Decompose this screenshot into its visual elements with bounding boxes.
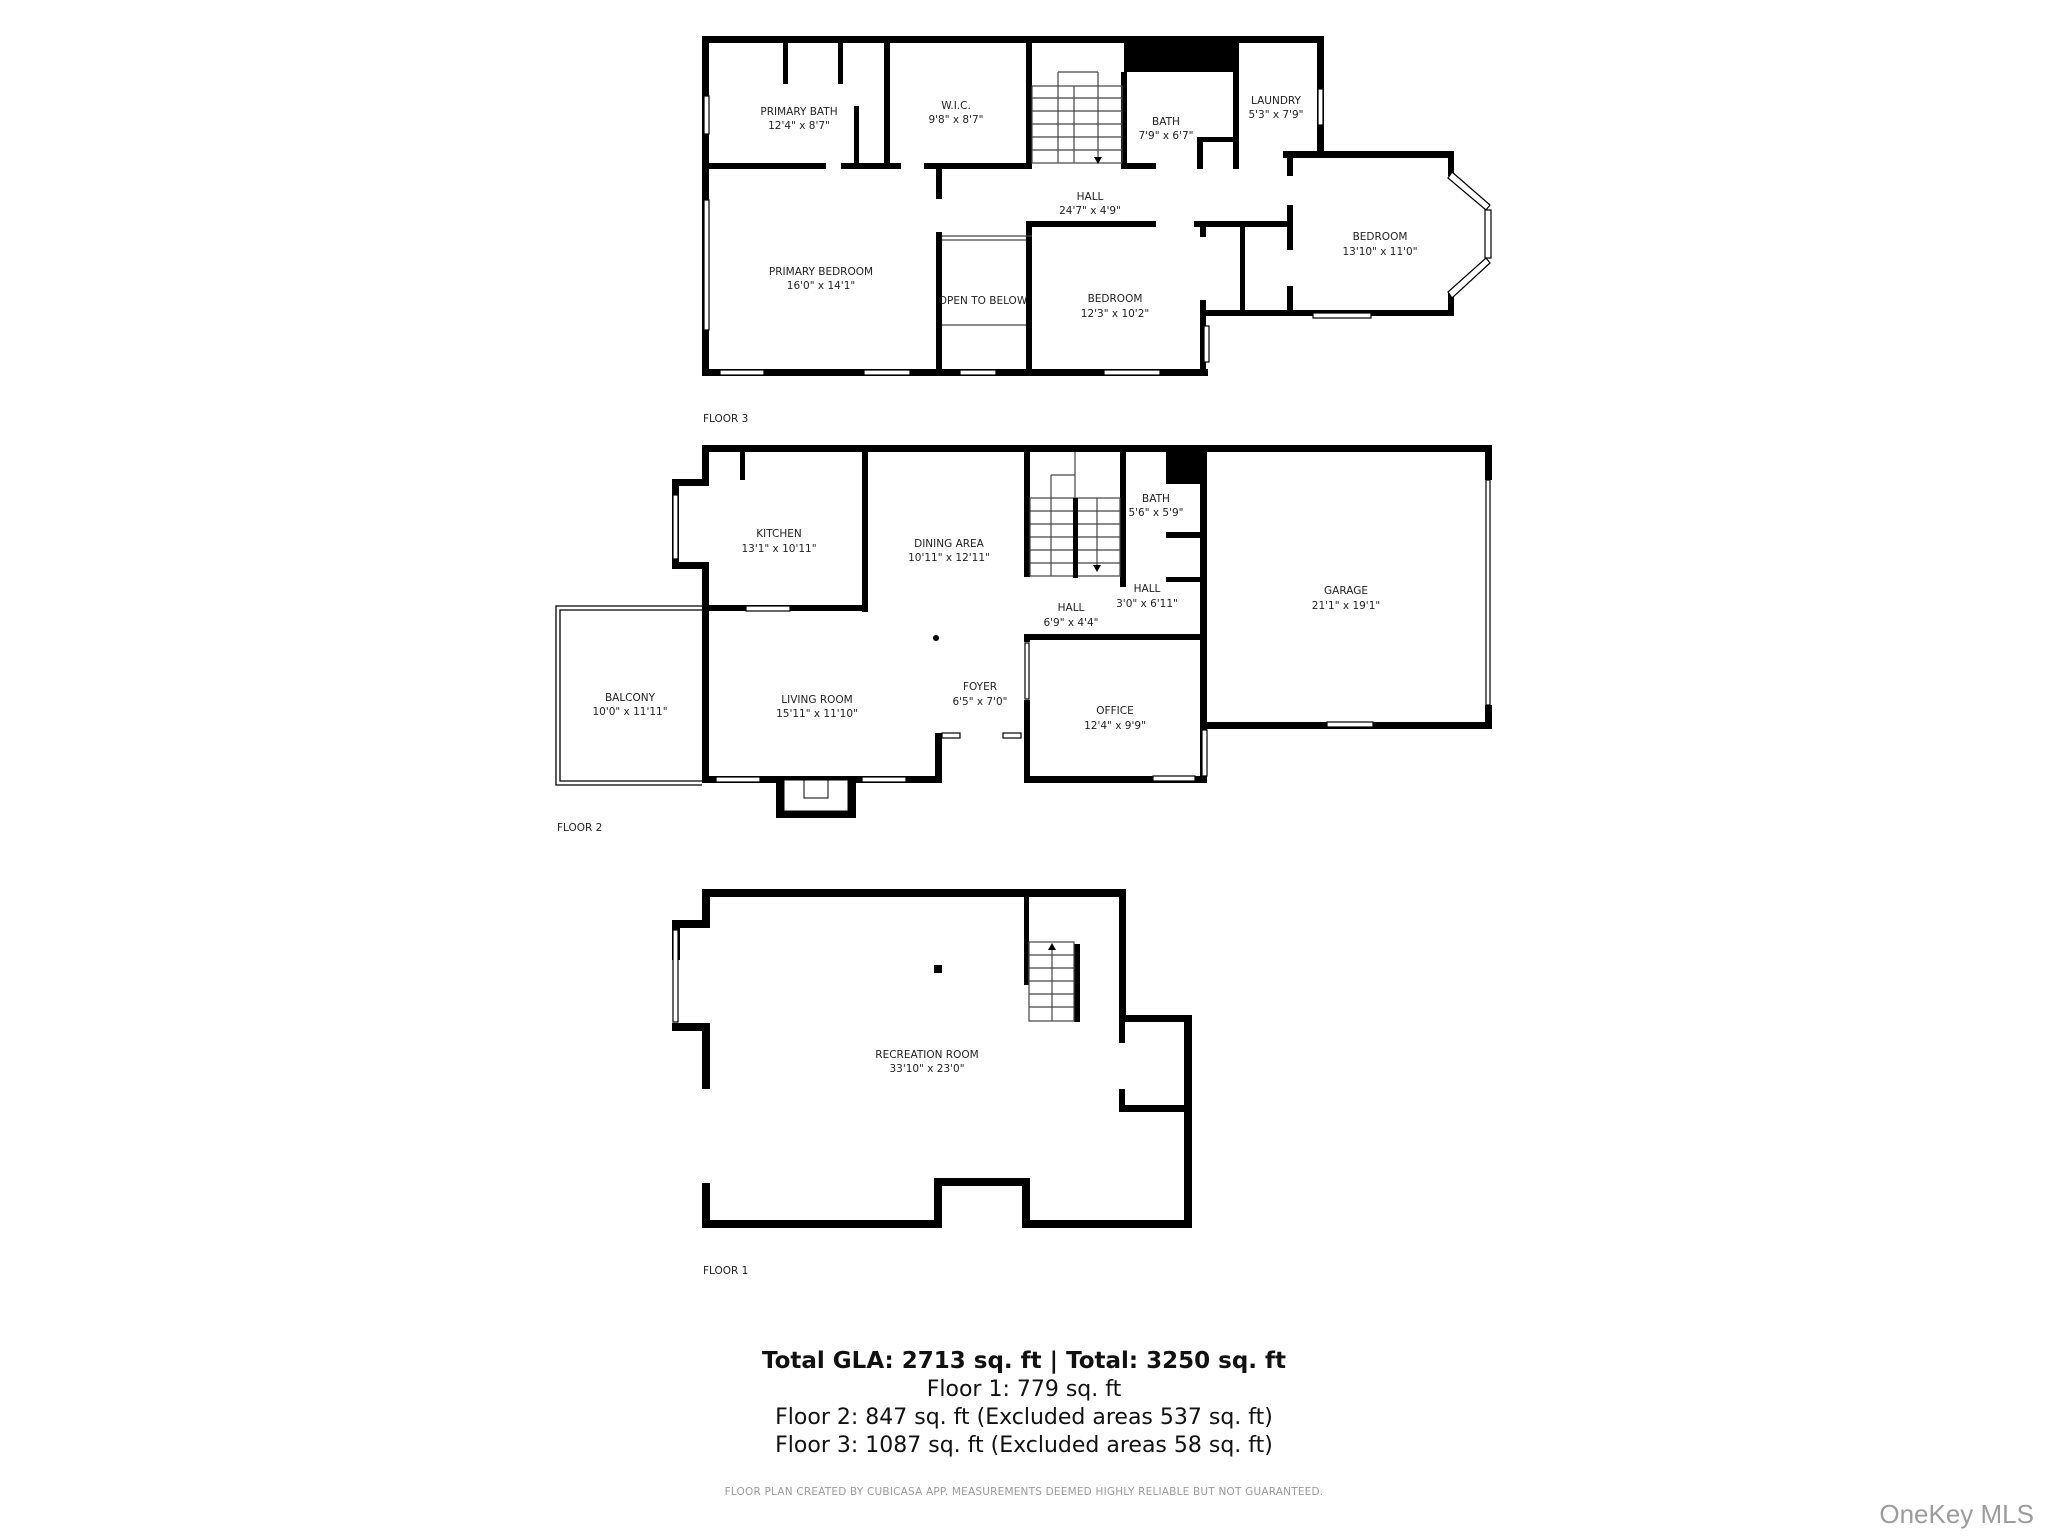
room-name: LAUNDRY: [1251, 95, 1302, 107]
room-size: 13'10" x 11'0": [1342, 246, 1417, 258]
floor-1-plan: [672, 889, 1192, 1228]
floor-2-plan: [555, 445, 1492, 818]
room-size: 13'1" x 10'11": [741, 543, 816, 555]
room-size: 6'5" x 7'0": [952, 696, 1007, 708]
room-name: OFFICE: [1096, 705, 1133, 717]
total-area: Total GLA: 2713 sq. ft | Total: 3250 sq.…: [761, 1348, 1287, 1374]
room-name: BEDROOM: [1088, 293, 1143, 305]
floor-3-plan: [702, 36, 1492, 376]
room-size: 3'0" x 6'11": [1116, 598, 1178, 610]
room-name: RECREATION ROOM: [875, 1049, 978, 1061]
onekey-mls-watermark: OneKey MLS: [1879, 1499, 2034, 1529]
room-size: 33'10" x 23'0": [889, 1063, 964, 1075]
room-name: HALL: [1058, 602, 1085, 614]
room-name: GARAGE: [1324, 585, 1368, 597]
room-size: 24'7" x 4'9": [1059, 205, 1121, 217]
room-name: LIVING ROOM: [781, 694, 852, 706]
room-name: KITCHEN: [756, 528, 802, 540]
room-name: DINING AREA: [914, 538, 985, 550]
room-size: 5'6" x 5'9": [1128, 507, 1183, 519]
area-summary: Total GLA: 2713 sq. ft | Total: 3250 sq.…: [0, 1346, 2048, 1460]
room-name: BALCONY: [605, 692, 656, 704]
room-size: 12'4" x 8'7": [768, 120, 830, 132]
room-name: BEDROOM: [1353, 231, 1408, 243]
room-size: 12'3" x 10'2": [1081, 308, 1149, 320]
floor-labels: FLOOR 3 FLOOR 2 FLOOR 1: [557, 413, 748, 1277]
room-size: 15'11" x 11'10": [776, 708, 858, 720]
room-name: HALL: [1077, 191, 1104, 203]
room-size: 10'11" x 12'11": [908, 552, 990, 564]
room-size: 7'9" x 6'7": [1138, 130, 1193, 142]
room-name: BATH: [1142, 493, 1170, 505]
room-size: 10'0" x 11'11": [592, 706, 667, 718]
room-name: PRIMARY BEDROOM: [769, 266, 873, 278]
room-labels: PRIMARY BATH 12'4" x 8'7" W.I.C. 9'8" x …: [592, 95, 1417, 1075]
room-name: OPEN TO BELOW: [939, 295, 1028, 307]
room-size: 9'8" x 8'7": [928, 114, 983, 126]
floor-1-area: Floor 1: 779 sq. ft: [926, 1377, 1122, 1402]
room-size: 6'9" x 4'4": [1043, 617, 1098, 629]
floor-3-area: Floor 3: 1087 sq. ft (Excluded areas 58 …: [775, 1433, 1273, 1458]
floor-2-label: FLOOR 2: [557, 822, 602, 834]
room-size: 21'1" x 19'1": [1312, 600, 1380, 612]
room-size: 5'3" x 7'9": [1248, 109, 1303, 121]
room-size: 16'0" x 14'1": [787, 280, 855, 292]
room-name: HALL: [1134, 583, 1161, 595]
room-name: BATH: [1152, 116, 1180, 128]
room-size: 12'4" x 9'9": [1084, 720, 1146, 732]
floor-1-label: FLOOR 1: [703, 1265, 748, 1277]
room-name: PRIMARY BATH: [760, 106, 837, 118]
floor-2-area: Floor 2: 847 sq. ft (Excluded areas 537 …: [775, 1405, 1273, 1430]
room-name: W.I.C.: [941, 100, 971, 112]
floor-3-label: FLOOR 3: [703, 413, 748, 425]
room-name: FOYER: [963, 681, 997, 693]
disclaimer-text: FLOOR PLAN CREATED BY CUBICASA APP. MEAS…: [724, 1486, 1324, 1498]
